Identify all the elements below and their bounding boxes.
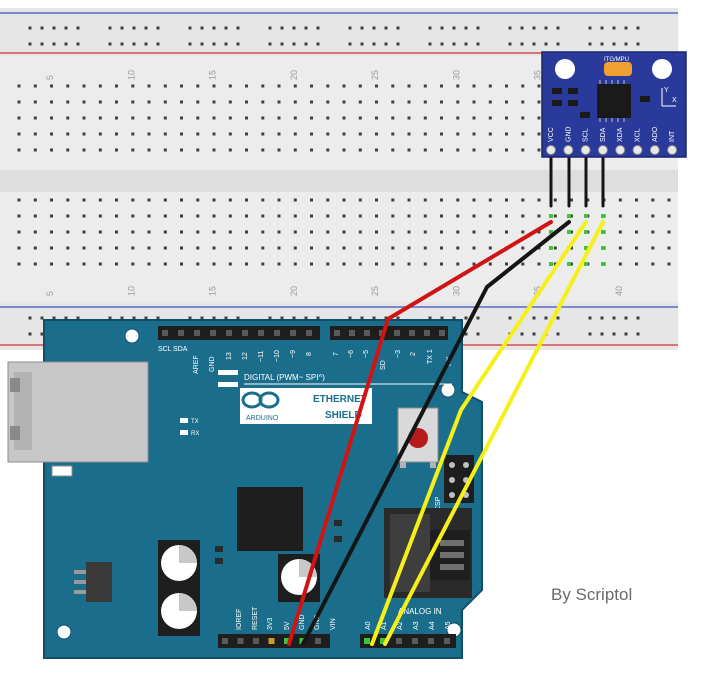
analog-label-a0: A0 — [365, 621, 372, 630]
breadboard-column-number: 10 — [126, 70, 136, 80]
header-label-13: 13 — [226, 352, 233, 360]
digital-header-right — [330, 326, 448, 340]
power-label-vin: VIN — [330, 618, 337, 630]
header-label-sd: SD — [380, 360, 387, 370]
breadboard-column-number: 20 — [289, 70, 299, 80]
header-label-3: ~3 — [395, 350, 402, 358]
header-label-5: ~5 — [363, 350, 370, 358]
digital-header-pins — [162, 330, 445, 336]
sensor-pin-label: GND — [565, 126, 572, 142]
sensor-pin-label: SDA — [600, 127, 607, 142]
author-credit: By Scriptol — [551, 585, 633, 604]
sensor-pin — [563, 145, 574, 155]
analog-label-a2: A2 — [397, 621, 404, 630]
breadboard-column-number: 35 — [533, 70, 543, 80]
sensor-pin — [667, 145, 678, 155]
digital-title: DIGITAL (PWM~ SPI^) — [244, 373, 325, 382]
sensor-pin-header: VCC GND SCL SDA XDA XCL ADO INT — [546, 126, 678, 155]
wires — [287, 148, 605, 646]
sensor-pin — [580, 145, 591, 155]
sensor-pin-label: XCL — [635, 128, 642, 142]
header-label-7: 7 — [333, 352, 340, 356]
analog-label-a1: A1 — [381, 621, 388, 630]
breadboard-bottom-numbers: 5 10 15 20 25 30 35 40 — [45, 286, 624, 296]
power-label-ioref: IOREF — [236, 609, 243, 630]
gnd-wire — [301, 220, 571, 646]
vcc-wire — [287, 220, 553, 646]
header-label-tx1: TX 1 — [427, 349, 434, 364]
analog-label-a3: A3 — [413, 621, 420, 630]
analog-in-label: ANALOG IN — [398, 607, 442, 616]
sensor-chip-label: ITG/MPU — [604, 57, 629, 63]
breadboard-column-number: 35 — [533, 286, 543, 296]
power-label-gnd2: GND — [314, 614, 321, 630]
header-label-sda: SDA — [173, 346, 188, 353]
sensor-pin — [615, 145, 626, 155]
analog-header-labels: A0 A1 A2 A3 A4 A5 — [365, 621, 452, 630]
power-label-reset: RESET — [252, 606, 259, 630]
power-label-gnd1: GND — [299, 614, 306, 630]
rx-led-label: RX — [191, 431, 199, 437]
breadboard-column-number: 20 — [289, 286, 299, 296]
sd-card-slot — [384, 508, 472, 598]
sensor-axis-y: Y — [664, 87, 669, 94]
sensor-pin-label: ADO — [652, 126, 659, 142]
breadboard-column-number: 30 — [451, 70, 461, 80]
power-label-3v3: 3V3 — [267, 617, 274, 630]
sensor-pin — [632, 145, 643, 155]
arduino-ethernet-shield: SCL SDA AREF GND 13 12 ~11 ~10 ~9 8 7 ~6… — [7, 319, 483, 659]
header-label-6: ~6 — [348, 350, 355, 358]
header-label-scl: SCL — [158, 346, 172, 353]
ethernet-text: ETHERNET — [313, 394, 367, 405]
digital-header-left — [158, 326, 320, 340]
ethernet-controller-chip — [237, 487, 303, 551]
header-label-aref: AREF — [193, 355, 200, 374]
breadboard-column-number: 15 — [208, 70, 218, 80]
sensor-pin — [597, 145, 608, 155]
breadboard-column-number: 25 — [370, 70, 380, 80]
header-label-8: 8 — [306, 352, 313, 356]
breadboard-top-numbers: 5 10 15 20 25 30 35 — [45, 70, 543, 80]
tx-led-label: TX — [191, 419, 199, 425]
sensor-pin-label: XDA — [617, 127, 624, 142]
header-label-10: ~10 — [274, 350, 281, 362]
header-label-9: ~9 — [290, 350, 297, 358]
breadboard-column-number: 40 — [614, 286, 624, 296]
header-label-2: 2 — [410, 352, 417, 356]
capacitor-2 — [158, 588, 200, 636]
shield-text: SHIELD — [325, 410, 362, 421]
sensor-pin — [649, 145, 660, 155]
voltage-regulator — [74, 562, 112, 602]
icsp-label: ICSP — [435, 496, 442, 513]
header-label-11: ~11 — [258, 351, 265, 362]
arduino-logo-text: ARDUINO — [246, 415, 279, 422]
sensor-pin-label: SCL — [583, 128, 590, 142]
breadboard-column-number: 15 — [208, 286, 218, 296]
breadboard-column-number: 30 — [451, 286, 461, 296]
capacitor-1 — [158, 540, 200, 588]
breadboard-column-number: 5 — [45, 291, 55, 296]
power-header-labels: IOREF RESET 3V3 5V GND GND VIN — [236, 606, 337, 630]
power-label-5v: 5V — [284, 621, 291, 630]
sensor-pin-label: VCC — [548, 127, 555, 142]
analog-label-a5: A5 — [445, 621, 452, 630]
sensor-pin — [546, 145, 556, 155]
ethernet-jack — [7, 361, 149, 477]
header-label-12: 12 — [242, 352, 249, 360]
scl-wire — [370, 220, 588, 646]
ethernet-shield-logo: ARDUINO ETHERNET SHIELD — [240, 388, 372, 424]
breadboard-column-number: 25 — [370, 286, 380, 296]
sensor-pin-label: INT — [669, 130, 676, 142]
header-label-gnd: GND — [209, 356, 216, 372]
sensor-axis-x: X — [672, 97, 677, 104]
analog-label-a4: A4 — [429, 621, 436, 630]
breadboard-column-number: 10 — [126, 286, 136, 296]
sda-wire — [383, 220, 605, 646]
mpu6050-sensor-module: ITG/MPU Y X VCC GND SCL SDA XDA XCL ADO INT — [541, 51, 687, 158]
breadboard-column-number: 5 — [45, 75, 55, 80]
